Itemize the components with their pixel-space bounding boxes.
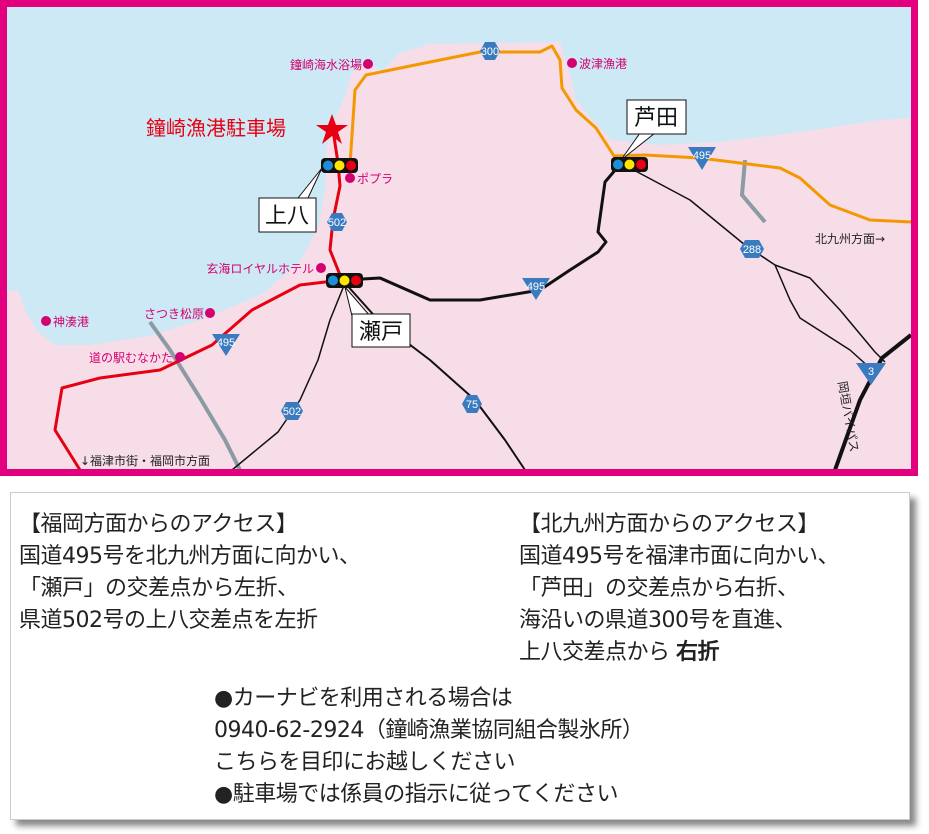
route-shield-502: 502 bbox=[281, 402, 303, 420]
traffic-light-icon bbox=[321, 158, 358, 173]
direction-fukuoka: ↓福津市街・福岡市方面 bbox=[80, 453, 210, 468]
direction-kitakyushu: 北九州方面→ bbox=[815, 231, 885, 246]
poi-dot bbox=[41, 316, 51, 326]
poi-label: 玄海ロイヤルホテル bbox=[206, 261, 314, 276]
note-line: こちらを目印にお越しください bbox=[214, 750, 516, 775]
kitakyushu-line: 上八交差点から 右折 bbox=[519, 637, 720, 669]
svg-text:288: 288 bbox=[743, 244, 761, 256]
route-marker-495: 495 bbox=[522, 278, 550, 300]
poi-dot bbox=[363, 59, 373, 69]
note-line: ●カーナビを利用される場合は bbox=[214, 686, 513, 711]
svg-text:3: 3 bbox=[868, 366, 874, 378]
poi-label: さつき松原 bbox=[144, 307, 204, 321]
road-502 bbox=[231, 282, 346, 471]
road-branch bbox=[774, 264, 886, 363]
note-line: ●駐車場では係員の指示に従ってください bbox=[214, 782, 618, 807]
svg-text:瀬戸: 瀬戸 bbox=[359, 320, 403, 345]
route-shield-502: 502 bbox=[327, 213, 347, 231]
svg-text:502: 502 bbox=[328, 217, 346, 229]
route-marker-495: 495 bbox=[688, 147, 716, 170]
fukuoka-line: 国道495号を北九州方面に向かい、 bbox=[19, 544, 361, 569]
poi-label: 道の駅むなかた bbox=[89, 351, 173, 365]
road-orange bbox=[348, 44, 912, 224]
route-shield-75: 75 bbox=[462, 395, 482, 413]
fukuoka-line: 県道502号の上八交差点を左折 bbox=[19, 608, 318, 633]
poi-label: 神湊港 bbox=[53, 315, 89, 329]
traffic-light-icon bbox=[326, 273, 363, 288]
callout-seto: 瀬戸 bbox=[344, 286, 411, 348]
destination-label: 鐘崎漁港駐車場 bbox=[146, 116, 286, 140]
callout-ashida: 芦田 bbox=[620, 99, 687, 161]
svg-text:495: 495 bbox=[527, 281, 545, 293]
route-shield-300: 300 bbox=[480, 42, 500, 60]
poi-dot bbox=[175, 352, 185, 362]
poi-dot bbox=[316, 263, 326, 273]
road-495 bbox=[344, 161, 624, 302]
traffic-light-icon bbox=[611, 157, 648, 172]
poi-label: 波津漁港 bbox=[579, 57, 627, 71]
poi-dot bbox=[567, 58, 577, 68]
kitakyushu-line: 「芦田」の交差点から右折、 bbox=[519, 576, 799, 601]
poi-label: 鐘崎海水浴場 bbox=[290, 57, 362, 72]
poi-label: ポプラ bbox=[357, 172, 393, 186]
right-turn-emphasis: 右折 bbox=[676, 640, 720, 665]
svg-text:芦田: 芦田 bbox=[634, 106, 678, 131]
kitakyushu-heading: 【北九州方面からのアクセス】 bbox=[519, 512, 819, 537]
route-marker-3: 3 bbox=[856, 363, 886, 385]
callout-kamihachi: 上八 bbox=[258, 167, 323, 233]
poi-dot bbox=[345, 173, 355, 183]
land bbox=[7, 42, 911, 470]
svg-text:495: 495 bbox=[693, 150, 711, 162]
rivers bbox=[148, 159, 767, 471]
star-icon bbox=[316, 114, 348, 144]
map-border bbox=[0, 0, 918, 476]
access-map: 300 502 502 75 288 495 495 495 3 上八 瀬戸 芦… bbox=[0, 0, 918, 476]
route-shield-288: 288 bbox=[740, 240, 764, 258]
access-info-panel: 【福岡方面からのアクセス】 国道495号を北九州方面に向かい、 「瀬戸」の交差点… bbox=[10, 492, 910, 820]
road-288 bbox=[629, 167, 871, 369]
poi-dot bbox=[205, 308, 215, 318]
kitakyushu-line-text: 上八交差点から bbox=[519, 640, 670, 665]
svg-text:75: 75 bbox=[466, 399, 478, 411]
phone-line: 0940-62-2924（鐘崎漁業協同組合製氷所） bbox=[214, 718, 644, 743]
fukuoka-heading: 【福岡方面からのアクセス】 bbox=[19, 512, 298, 537]
svg-text:502: 502 bbox=[283, 406, 301, 418]
kitakyushu-line: 国道495号を福津市面に向かい、 bbox=[519, 544, 840, 569]
svg-text:495: 495 bbox=[217, 337, 235, 349]
svg-text:上八: 上八 bbox=[265, 204, 309, 229]
road-red bbox=[53, 129, 344, 471]
svg-text:300: 300 bbox=[481, 46, 499, 58]
fukuoka-line: 「瀬戸」の交差点から左折、 bbox=[19, 576, 299, 601]
kitakyushu-line: 海沿いの県道300号を直進、 bbox=[519, 608, 797, 633]
route-marker-495: 495 bbox=[212, 334, 240, 356]
